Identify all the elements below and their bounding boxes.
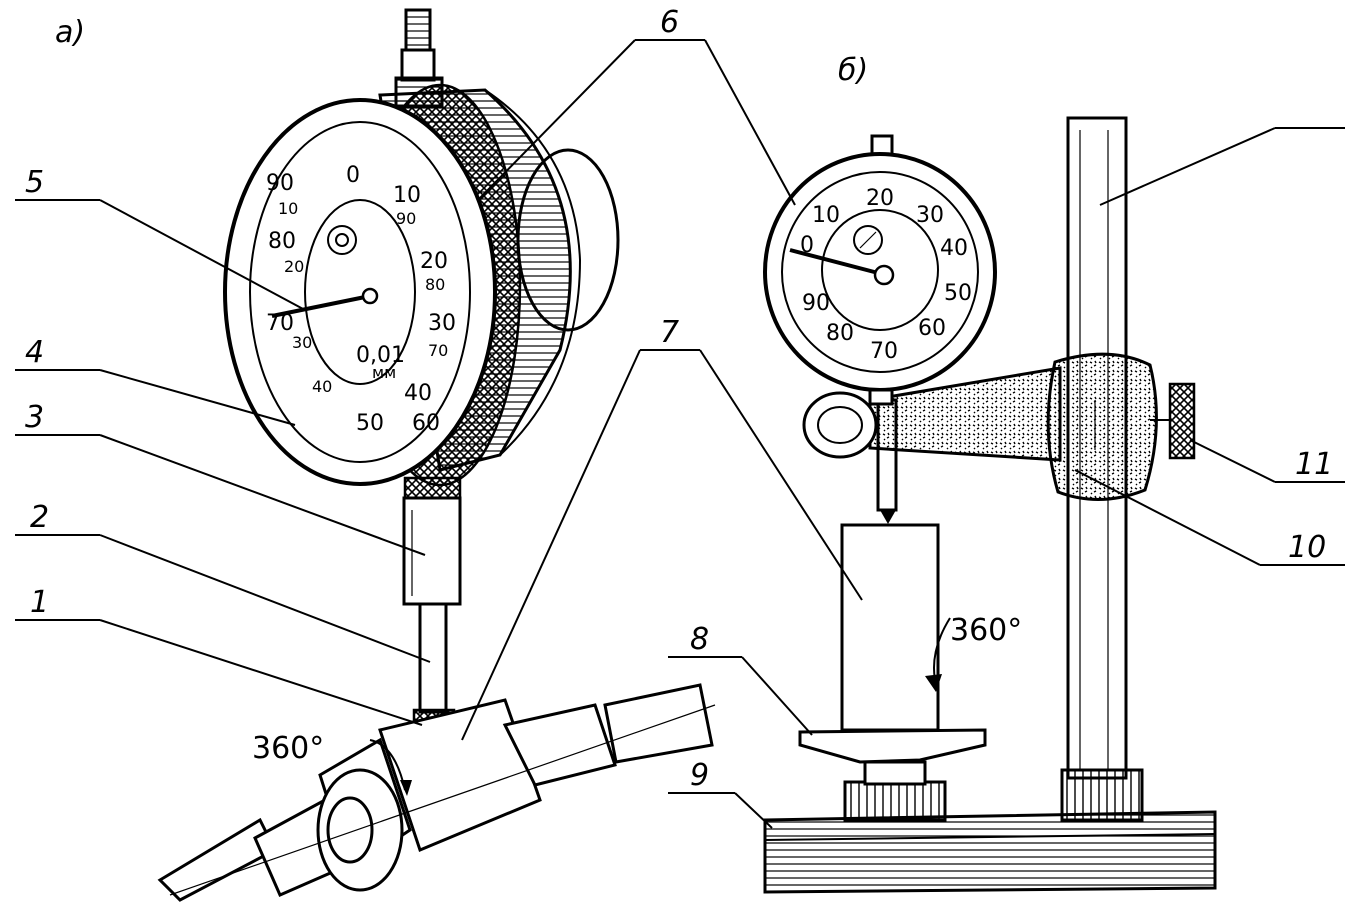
svg-text:70: 70: [428, 341, 448, 360]
panel-b-label: б): [838, 53, 868, 88]
svg-text:80: 80: [425, 275, 445, 294]
rotation-arrowhead-a: [400, 780, 412, 796]
callout-9: 9: [690, 758, 709, 793]
callout-labels: 1 2 3 4 5 6 7 8 9 10 11: [25, 5, 1333, 793]
leader-lines: [15, 39, 1345, 829]
workpiece-shaft-a: [157, 683, 716, 902]
callout-7: 7: [660, 315, 679, 350]
indicator-b-needle: [789, 248, 883, 276]
svg-text:40: 40: [940, 236, 968, 261]
svg-text:30: 30: [428, 311, 456, 336]
svg-text:мм: мм: [372, 363, 396, 382]
callout-10: 10: [1288, 530, 1326, 565]
indicator-b-tip: [880, 510, 896, 524]
indicator-a-needle: [271, 294, 371, 318]
svg-text:30: 30: [292, 333, 312, 352]
svg-text:90: 90: [802, 291, 830, 316]
clamp-screw: [1168, 382, 1196, 460]
svg-text:50: 50: [356, 411, 384, 436]
indicator-a-sleeve: [402, 476, 462, 606]
callout-2: 2: [30, 500, 49, 535]
svg-text:20: 20: [420, 249, 448, 274]
callout-8: 8: [690, 622, 709, 657]
svg-text:20: 20: [866, 186, 894, 211]
indicator-a-dial: 90 0 10 20 30 40 50 60 70 80 10 90 20 80…: [223, 98, 497, 486]
svg-text:60: 60: [412, 411, 440, 436]
svg-text:60: 60: [918, 316, 946, 341]
svg-text:50: 50: [944, 281, 972, 306]
svg-text:20: 20: [284, 257, 304, 276]
svg-text:30: 30: [916, 203, 944, 228]
svg-text:90: 90: [266, 171, 294, 196]
indicator-b-clamp: [802, 391, 878, 459]
callout-1: 1: [30, 585, 49, 620]
callout-11: 11: [1295, 447, 1333, 482]
svg-text:0,01: 0,01: [356, 343, 405, 368]
rotation-arrow-b: [933, 617, 951, 681]
svg-text:40: 40: [404, 381, 432, 406]
rotary-table: [798, 728, 987, 822]
callout-4: 4: [25, 335, 44, 370]
callout-3: 3: [25, 400, 44, 435]
svg-text:70: 70: [870, 339, 898, 364]
rotation-label-b: 360°: [950, 613, 1022, 648]
svg-text:80: 80: [268, 229, 296, 254]
svg-text:80: 80: [826, 321, 854, 346]
indicator-b-dial: 10 20 30 40 50 60 70 80 90 0: [763, 134, 997, 406]
callout-5: 5: [25, 165, 44, 200]
panel-a-label: а): [55, 15, 85, 50]
svg-text:0: 0: [346, 163, 360, 188]
svg-text:10: 10: [812, 203, 840, 228]
svg-text:10: 10: [278, 199, 298, 218]
indicator-a-spindle: [418, 602, 448, 714]
svg-text:90: 90: [396, 209, 416, 228]
stand-base: [763, 810, 1217, 894]
rotation-label-a: 360°: [252, 731, 324, 766]
fluted-workpiece: [840, 523, 940, 732]
svg-text:40: 40: [312, 377, 332, 396]
svg-text:10: 10: [393, 183, 421, 208]
callout-6: 6: [660, 5, 679, 40]
column-clamp: [1046, 352, 1158, 501]
rotation-arrowhead-b: [925, 674, 942, 692]
